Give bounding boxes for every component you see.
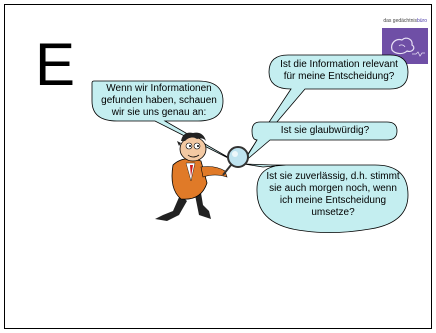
brand-name: das gedächtnisbüro	[383, 18, 427, 24]
callout-shapes	[91, 54, 409, 233]
slide-letter: E	[35, 31, 76, 98]
callout-top-right-text: Ist die Information relevant für meine E…	[280, 59, 398, 82]
brand-prefix: das gedächtnis	[383, 18, 417, 24]
brand-accent: büro	[416, 18, 427, 24]
callout-left-text: Wenn wir Informationen gefunden haben, s…	[101, 83, 217, 118]
callout-bottom-right-bubble	[243, 163, 409, 233]
slide: E das gedächtnisbüro	[4, 4, 432, 329]
callout-middle-right-text: Ist sie glaubwürdig?	[280, 125, 370, 136]
callout-bottom-right-text: Ist sie zuverlässig, d.h. stimmt sie auc…	[266, 171, 400, 218]
callout-middle-right-bubble	[242, 121, 398, 164]
detective-with-magnifier-icon	[155, 132, 249, 221]
callout-top-right-bubble	[241, 54, 409, 164]
